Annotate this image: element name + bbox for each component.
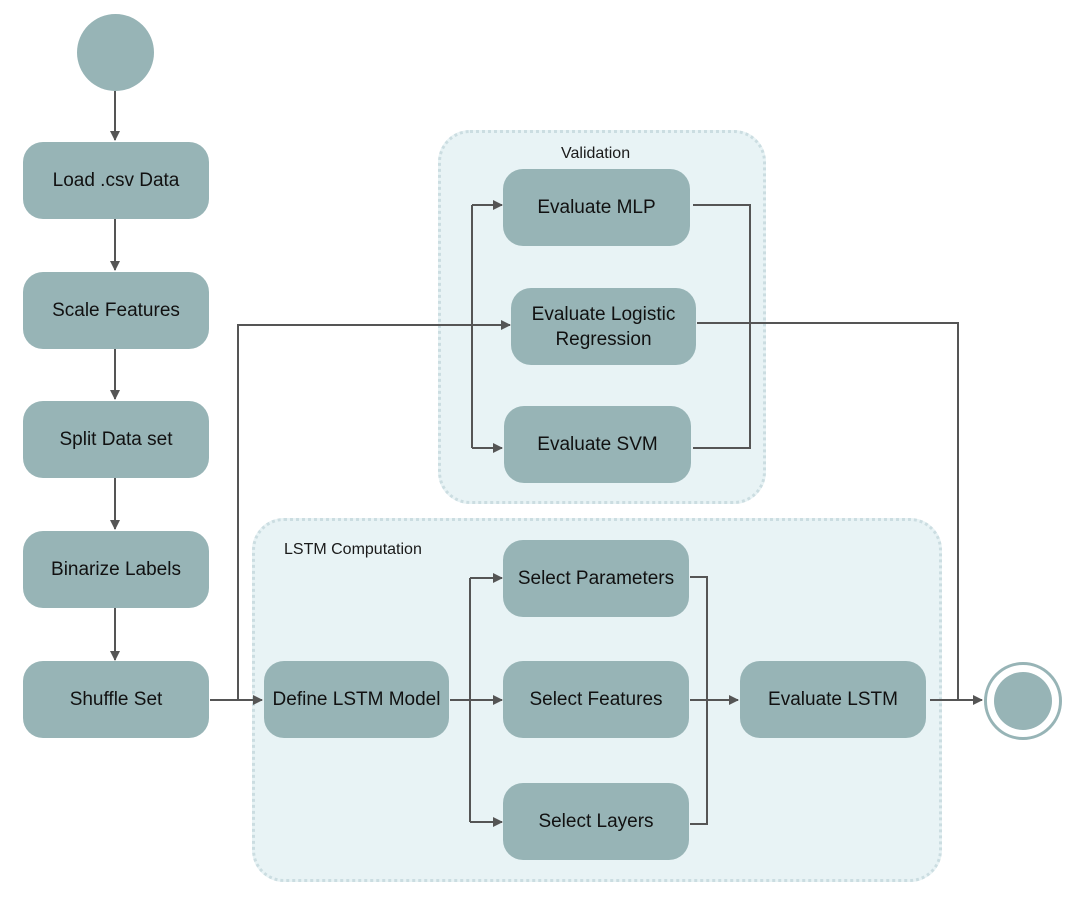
node-define-lstm: Define LSTM Model bbox=[264, 661, 449, 738]
edge-logreg-end bbox=[697, 322, 959, 700]
node-evaluate-mlp: Evaluate MLP bbox=[503, 169, 690, 246]
node-load-csv: Load .csv Data bbox=[23, 142, 209, 219]
node-evaluate-lstm: Evaluate LSTM bbox=[740, 661, 926, 738]
lstm-group-label: LSTM Computation bbox=[284, 541, 422, 558]
node-shuffle-set: Shuffle Set bbox=[23, 661, 209, 738]
end-node bbox=[984, 662, 1062, 740]
end-node-inner bbox=[994, 672, 1052, 730]
node-select-features: Select Features bbox=[503, 661, 689, 738]
validation-group-label: Validation bbox=[561, 145, 631, 162]
node-select-parameters: Select Parameters bbox=[503, 540, 689, 617]
node-evaluate-svm: Evaluate SVM bbox=[504, 406, 691, 483]
node-evaluate-logreg: Evaluate Logistic Regression bbox=[511, 288, 696, 365]
node-binarize-labels: Binarize Labels bbox=[23, 531, 209, 608]
node-scale-features: Scale Features bbox=[23, 272, 209, 349]
start-node bbox=[77, 14, 154, 91]
node-split-data: Split Data set bbox=[23, 401, 209, 478]
node-select-layers: Select Layers bbox=[503, 783, 689, 860]
edge-mlp-join bbox=[693, 204, 751, 449]
edge-shuffle-logreg bbox=[237, 320, 511, 700]
